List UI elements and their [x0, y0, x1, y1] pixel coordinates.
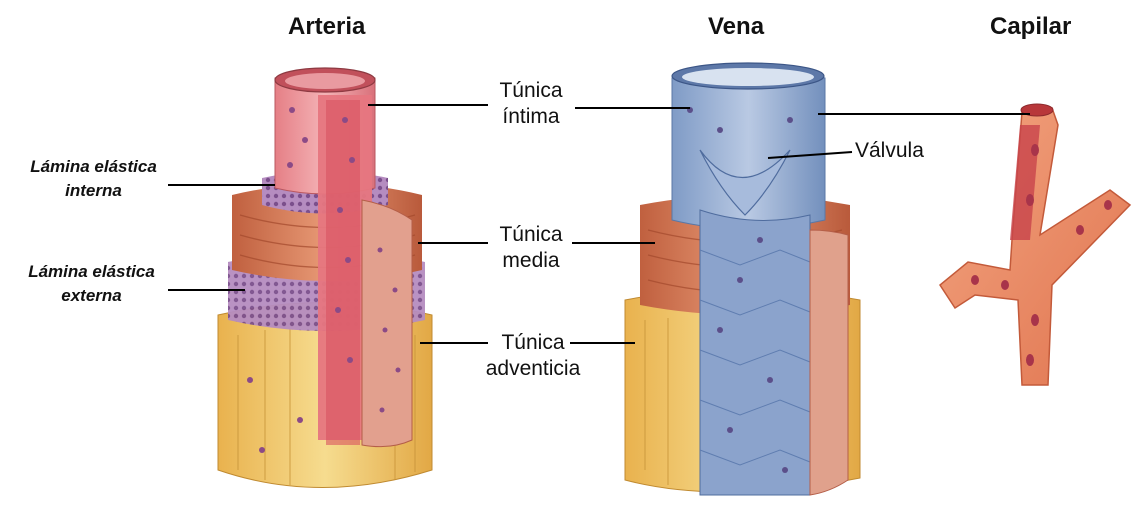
label-tunica-media-line2: media — [483, 248, 579, 274]
label-tunica-adventitia-line2: adventicia — [472, 356, 594, 382]
label-tunica-media-line1: Túnica — [483, 222, 579, 248]
label-external-elastic-lamina-line2: externa — [4, 284, 179, 308]
label-internal-elastic-lamina-line1: Lámina elástica — [6, 155, 181, 179]
capillary-title: Capilar — [990, 14, 1071, 40]
label-internal-elastic-lamina-line2: interna — [6, 179, 181, 203]
label-external-elastic-lamina: Lámina elástica externa — [4, 260, 179, 308]
label-tunica-intima-line1: Túnica — [483, 78, 579, 104]
label-valve: Válvula — [855, 138, 924, 164]
capillary-illustration — [940, 104, 1130, 385]
label-tunica-intima: Túnica íntima — [483, 78, 579, 130]
label-tunica-adventitia-line1: Túnica — [472, 330, 594, 356]
artery-title: Arteria — [288, 14, 365, 40]
label-external-elastic-lamina-line1: Lámina elástica — [4, 260, 179, 284]
label-internal-elastic-lamina: Lámina elástica interna — [6, 155, 181, 203]
vein-illustration — [625, 63, 860, 495]
artery-illustration — [218, 68, 432, 488]
vein-title: Vena — [708, 14, 764, 40]
label-tunica-intima-line2: íntima — [483, 104, 579, 130]
label-tunica-media: Túnica media — [483, 222, 579, 274]
label-tunica-adventitia: Túnica adventicia — [472, 330, 594, 382]
